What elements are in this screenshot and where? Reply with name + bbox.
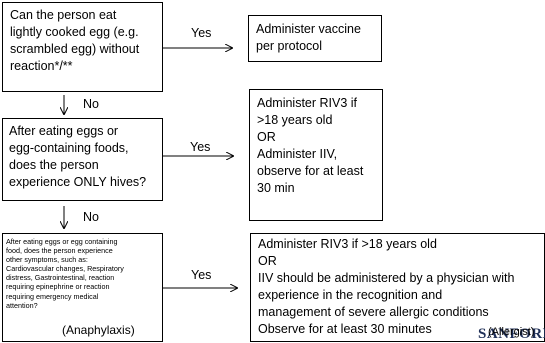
question-2-text: After eating eggs or egg-containing food… [9,124,147,189]
no-label-2: No [83,210,99,224]
answer-3-text: Administer RIV3 if >18 years old OR IIV … [258,237,515,336]
no-label-1: No [83,97,99,111]
answer-1-text: Administer vaccine per protocol [256,22,361,53]
answer-box-1 [248,15,382,62]
anaphylaxis-label: (Anaphylaxis) [62,323,135,337]
question-3-text: After eating eggs or egg containing food… [6,237,124,310]
question-1-text: Can the person eat lightly cooked egg (e… [10,8,140,73]
yes-label-2: Yes [190,140,211,154]
answer-2-text: Administer RIV3 if >18 years old OR Admi… [257,96,364,195]
yes-label-3: Yes [191,268,212,282]
answer-box-2 [249,89,383,221]
question-box-1 [2,2,163,92]
question-box-2 [2,118,163,201]
yes-label-1: Yes [191,26,212,40]
sanford-logo: SANFORD [478,326,545,342]
allergist-label: (Allergist) [488,326,535,338]
